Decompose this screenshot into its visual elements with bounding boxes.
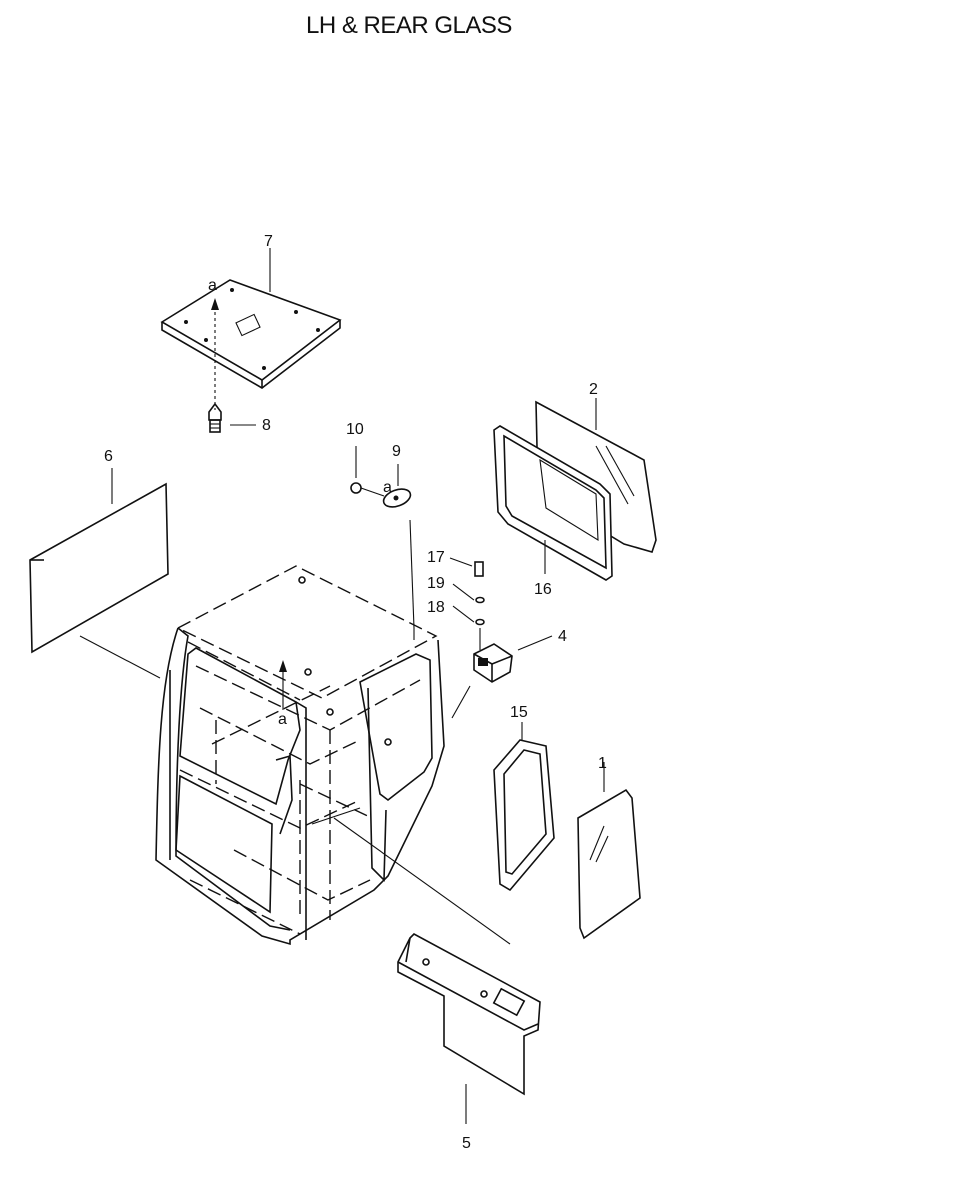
callout-1: 1: [598, 755, 607, 772]
part-9-10-clip: [350, 446, 415, 629]
callout-2: 2: [589, 381, 598, 398]
page-title: LH & REAR GLASS: [306, 12, 512, 39]
callout-9: 9: [392, 443, 401, 460]
callout-6: 6: [104, 448, 113, 465]
callout-15: 15: [510, 704, 528, 721]
callout-8: 8: [262, 417, 271, 434]
callout-16: 16: [534, 581, 552, 598]
mark-a-clip: a: [383, 479, 392, 496]
callout-19: 19: [427, 575, 445, 592]
part-15-door-seal: [493, 722, 555, 892]
part-5-dash-panel: [397, 933, 541, 1124]
part-8-bolt: [208, 298, 256, 433]
mark-a-plate: a: [208, 277, 217, 294]
part-17-18-19-fasteners: [449, 557, 485, 650]
callout-17: 17: [427, 549, 445, 566]
callout-18: 18: [427, 599, 445, 616]
mark-a-cab: a: [278, 711, 287, 728]
callout-10: 10: [346, 421, 364, 438]
part-6-side-glass: [29, 468, 169, 679]
cab-frame: [155, 565, 511, 946]
part-1-door-glass: [577, 762, 641, 940]
callout-4: 4: [558, 628, 567, 645]
part-16-rear-seal: [493, 425, 613, 581]
callout-5: 5: [462, 1135, 471, 1152]
part-4-bracket: [451, 635, 553, 719]
callout-7: 7: [264, 233, 273, 250]
part-7-roof-plate: [160, 248, 342, 389]
